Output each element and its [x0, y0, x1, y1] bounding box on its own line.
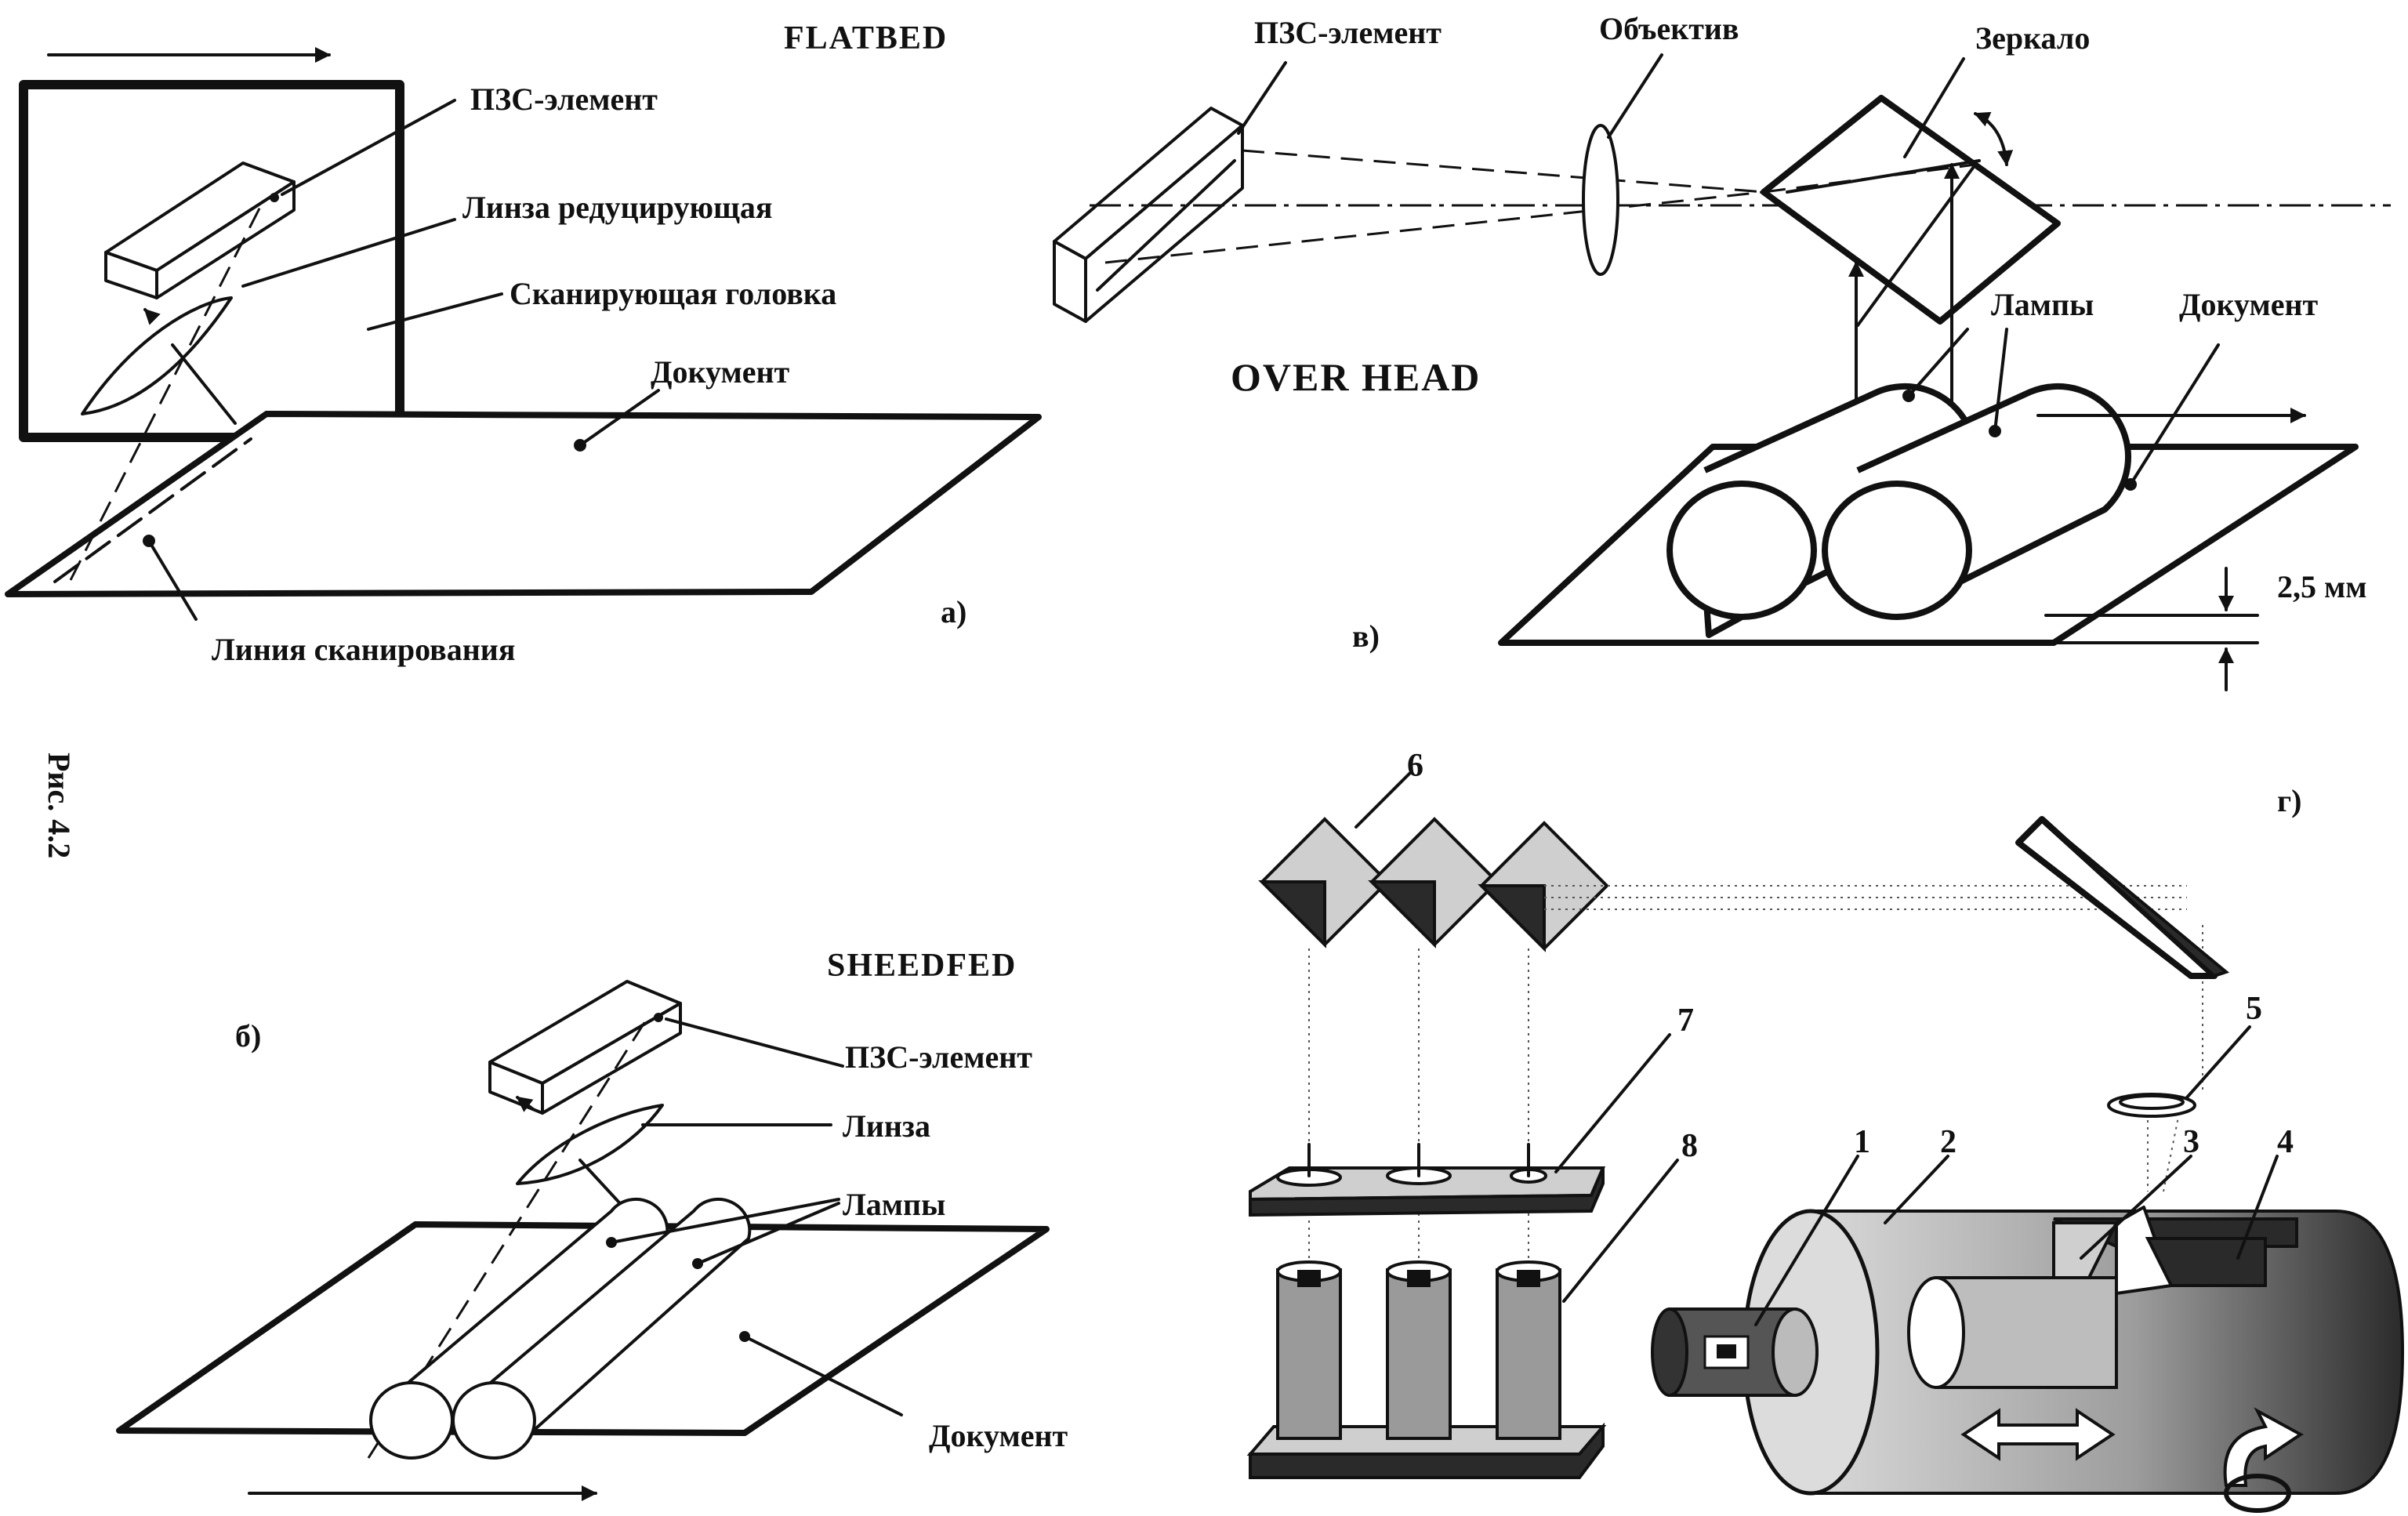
label-gap: 2,5 мм: [2277, 569, 2367, 604]
scanning-head-box: [19, 80, 404, 442]
leader-head: [367, 292, 503, 331]
label-head: Сканирующая головка: [510, 276, 836, 311]
leader-lamps-1: [1907, 328, 1969, 397]
ray-2: [171, 343, 237, 425]
panel-a-tag: а): [941, 594, 966, 629]
ccd-element: [104, 161, 296, 299]
num-8: 8: [1681, 1128, 1698, 1164]
leader-lamps-2: [1993, 328, 2008, 433]
label-lens: Линза редуцирующая: [462, 190, 772, 225]
prism-2: [1368, 817, 1500, 948]
panel-b-tag: б): [235, 1018, 261, 1054]
filter-plate: [1249, 1143, 1606, 1217]
ray-b-arrow: [516, 1096, 535, 1112]
leader-8: [1562, 1159, 1679, 1303]
prism-1: [1258, 817, 1390, 948]
reflector-edge: [2040, 818, 2230, 978]
num-1: 1: [1854, 1124, 1870, 1160]
lamp-assembly: [1907, 1206, 2267, 1389]
label-scan-line: Линия сканирования: [212, 632, 515, 667]
leader-document: [578, 389, 660, 447]
leader-1: [1754, 1155, 1859, 1326]
num-6: 6: [1407, 748, 1423, 784]
objective-lens: [1582, 124, 1619, 276]
ccd-element-b: [488, 980, 682, 1115]
panel-a-title: FLATBED: [784, 20, 948, 56]
axial-motion-arrow: [1960, 1408, 2116, 1461]
panel-b-sheetfed: SHEEDFED б) ПЗС-элеме: [116, 948, 1068, 1501]
num-3: 3: [2183, 1124, 2199, 1160]
ray-1: [69, 201, 264, 581]
leader-ccd-b: [665, 1017, 844, 1068]
ray-bottom: [1104, 190, 1764, 264]
leader-document-b: [743, 1335, 903, 1416]
num-2: 2: [1940, 1124, 1956, 1160]
panel-b-title: SHEEDFED: [827, 948, 1017, 984]
lamp-b-front: [452, 1197, 752, 1460]
label-ccd-overhead: ПЗС-элемент: [1254, 15, 1442, 50]
scan-line: [53, 437, 252, 583]
leader-objective: [1607, 53, 1663, 139]
label-document-overhead: Документ: [2179, 287, 2319, 322]
label-mirror: Зеркало: [1975, 20, 2090, 56]
label-document-b: Документ: [929, 1418, 1068, 1453]
num-5: 5: [2246, 991, 2262, 1027]
leader-6: [1354, 771, 1413, 829]
panel-g-drum: г): [1246, 748, 2405, 1513]
num-7: 7: [1677, 1003, 1694, 1039]
photomultipliers: [1246, 1260, 1607, 1479]
lens-5-inner: [2119, 1094, 2185, 1110]
label-objective: Объектив: [1599, 11, 1739, 46]
leader-3: [2080, 1155, 2192, 1260]
panel-v-title: OVER HEAD: [1231, 355, 1481, 399]
document-sheet: [5, 411, 1042, 597]
lamp-right: [1822, 383, 2131, 620]
label-document: Документ: [651, 354, 790, 390]
ccd-element-overhead: [1053, 107, 1244, 323]
leader-mirror: [1903, 57, 1965, 158]
panel-v-tag: в): [1352, 618, 1380, 654]
label-lamps-b: Лампы: [843, 1187, 945, 1222]
panel-g-tag: г): [2277, 783, 2301, 818]
leader-scan-line: [147, 539, 198, 621]
lamp-b-back: [369, 1197, 669, 1460]
panel-a-flatbed: FLATBED ПЗС-элемент Линза редуцирующая С…: [5, 20, 1042, 667]
label-ccd-b: ПЗС-элемент: [845, 1039, 1032, 1075]
panel-v-overhead: OVER HEAD: [1053, 11, 2391, 691]
mirror: [1761, 95, 2061, 325]
ray-top: [1242, 149, 1764, 194]
reflector-mirror: [2015, 816, 2218, 979]
leader-5: [2185, 1025, 2251, 1099]
leader-7: [1554, 1033, 1671, 1173]
mirror-ray-1: [1856, 163, 1977, 327]
ray-arrow: [143, 308, 161, 325]
leader-lens: [241, 218, 456, 288]
label-lamps-overhead: Лампы: [1991, 287, 2094, 322]
leader-4: [2236, 1155, 2279, 1260]
mirror-ray-3: [1763, 163, 1976, 194]
leader-2: [1884, 1155, 1949, 1224]
leader-ccd-overhead: [1237, 61, 1287, 135]
rotation-arrow: [2223, 1407, 2304, 1513]
leader-lamps-b-1: [610, 1198, 840, 1244]
figure-caption: Рис. 4.2: [42, 753, 77, 858]
label-ccd: ПЗС-элемент: [470, 82, 658, 117]
num-4: 4: [2277, 1124, 2294, 1160]
mirror-rotation-arrow: [1974, 111, 2014, 166]
leader-ccd: [281, 99, 456, 196]
reducing-lens: [81, 296, 233, 415]
leader-lamps-b-2: [696, 1202, 840, 1265]
label-lens-b: Линза: [843, 1108, 930, 1144]
optical-tube: [1651, 1307, 1819, 1397]
